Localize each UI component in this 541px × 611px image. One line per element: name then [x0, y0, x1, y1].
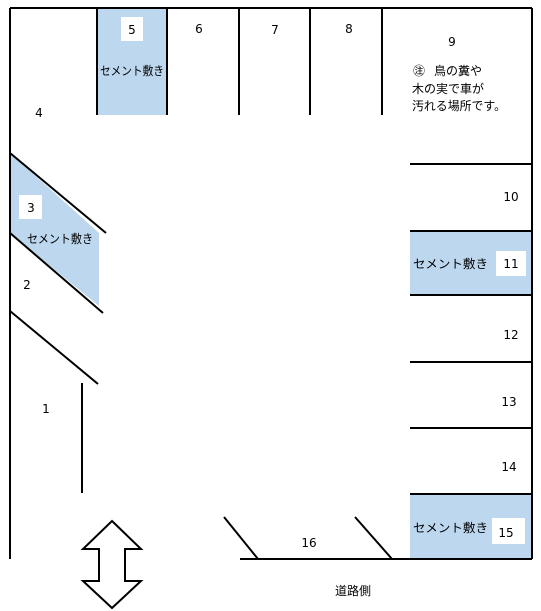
number-box-5: [121, 17, 143, 41]
space-number-16: 16: [301, 536, 316, 550]
diagonal-16-left: [223, 516, 259, 560]
space-number-12: 12: [503, 328, 518, 342]
number-box-11: [496, 251, 526, 276]
paved-label-11: セメント敷き: [413, 256, 488, 271]
stall-lines: [9, 7, 533, 560]
paved-label-5: セメント敷き: [100, 63, 164, 78]
space-number-8: 8: [345, 22, 353, 36]
space-number-3: 3: [27, 201, 35, 215]
note-marker: ㊟: [413, 64, 425, 78]
diagonal-16-right: [354, 516, 393, 560]
number-box-15: [492, 518, 525, 544]
space-number-11: 11: [503, 257, 518, 271]
space-number-10: 10: [503, 190, 518, 204]
space-number-9: 9: [448, 35, 456, 49]
diagonal-3-top: [9, 152, 107, 234]
space-number-7: 7: [271, 23, 279, 37]
paved-label-15: セメント敷き: [413, 520, 488, 535]
space-number-14: 14: [501, 460, 516, 474]
space-number-2: 2: [23, 278, 31, 292]
space-number-4: 4: [35, 106, 43, 120]
space-number-1: 1: [42, 402, 50, 416]
diagonal-1-2: [9, 310, 99, 385]
note-line-3: 汚れる場所です。: [412, 99, 506, 113]
paved-label-3: セメント敷き: [27, 231, 93, 246]
road-side-label: 道路側: [335, 583, 371, 598]
paved-area-3: [10, 153, 99, 306]
entrance-arrow-icon: [80, 519, 144, 610]
note-line-1: 鳥の糞や: [434, 63, 482, 78]
space-number-13: 13: [501, 395, 516, 409]
diagonal-2-3: [9, 232, 104, 314]
number-box-3: [19, 195, 42, 219]
space-number-5: 5: [128, 23, 136, 37]
note-line-2: 木の実で車が: [412, 81, 484, 96]
space-number-15: 15: [498, 526, 513, 540]
space-number-6: 6: [195, 22, 203, 36]
